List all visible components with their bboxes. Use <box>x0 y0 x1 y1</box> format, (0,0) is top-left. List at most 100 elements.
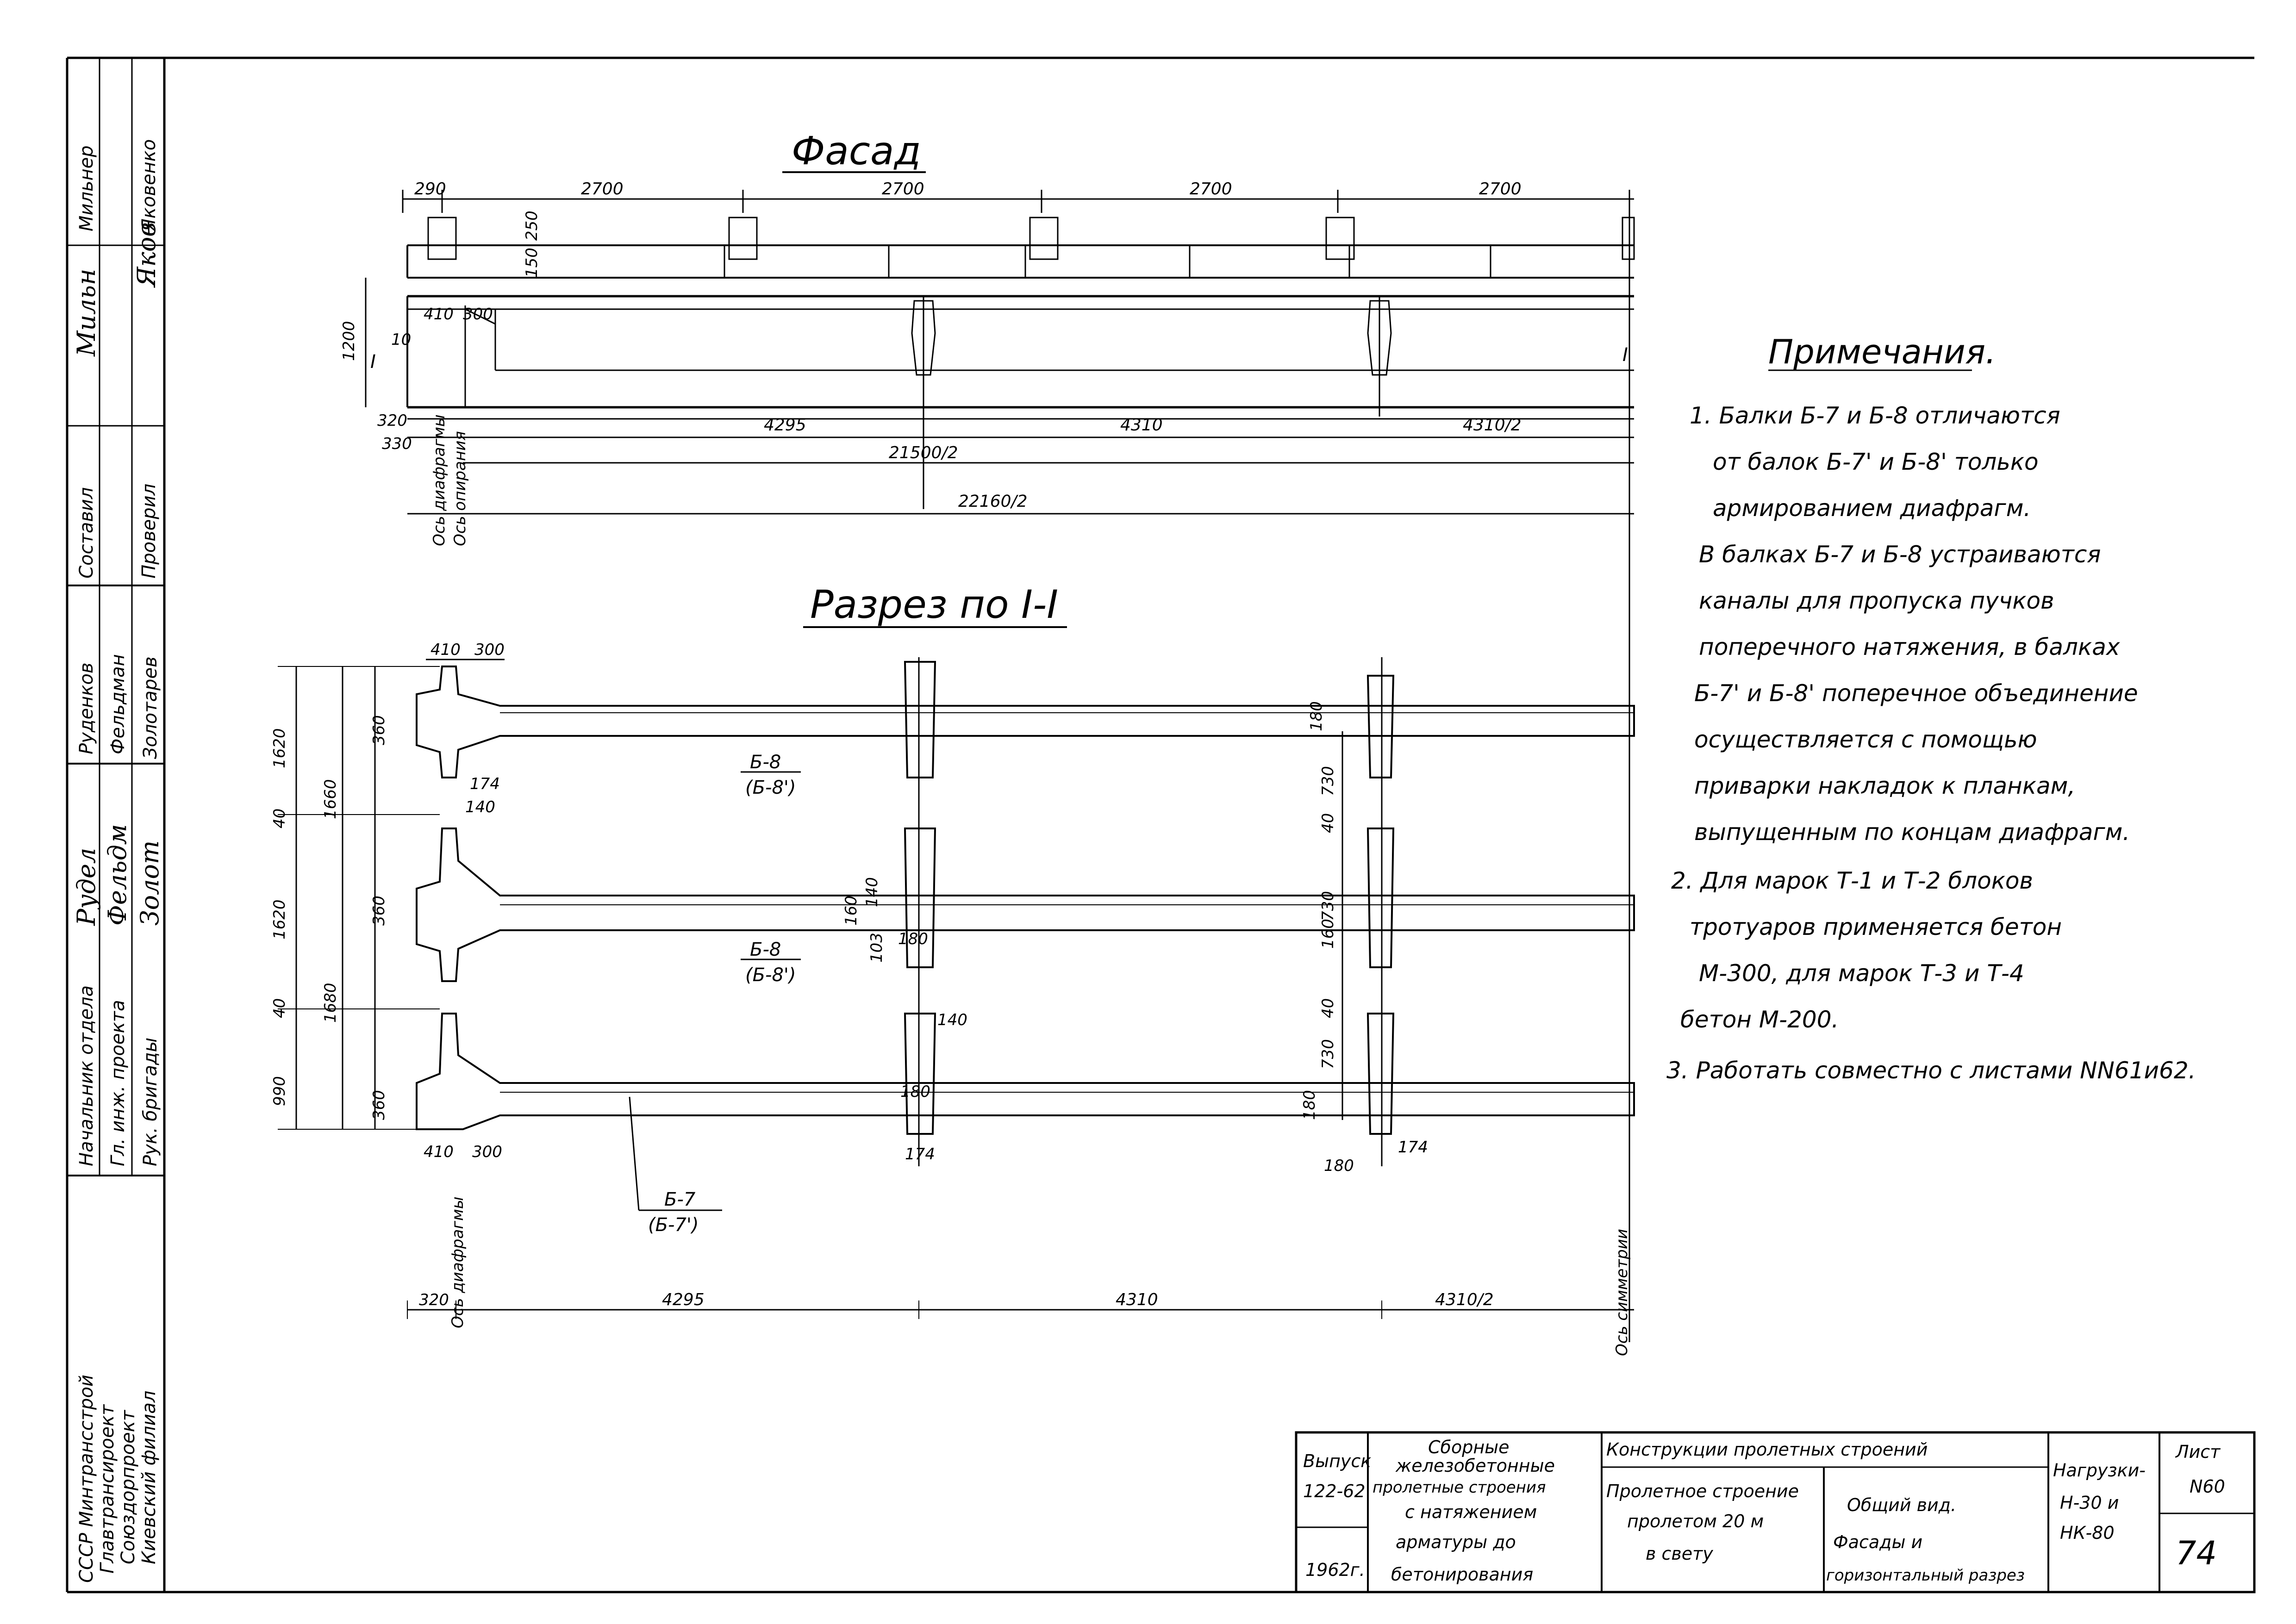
note-line: осуществляется с помощью <box>1694 726 2037 753</box>
sheet-number: N60 <box>2190 1476 2225 1497</box>
stamp-name: Фельдман <box>107 654 129 754</box>
dim-label: 730 <box>1319 766 1337 796</box>
dim-label: 1620 <box>270 899 289 940</box>
dim-label: 4310/2 <box>1435 1290 1494 1309</box>
note-line: выпущенным по концам диафрагм. <box>1694 819 2130 846</box>
stamp-role: Проверил <box>138 484 160 579</box>
loads-label: Нагрузки- <box>2053 1460 2146 1481</box>
section-header: Конструкции пролетных строений <box>1606 1439 1928 1460</box>
stamp-name: Яковенко <box>138 139 160 232</box>
dim-label: 180 <box>1307 701 1326 731</box>
axis-label: Ось симметрии <box>1613 1229 1631 1356</box>
axis-label: Ось диафрагмы <box>430 414 449 546</box>
dim-label: 1660 <box>321 779 340 819</box>
dim-label: 4310/2 <box>1463 416 1522 435</box>
dim-label: 160 <box>842 896 861 926</box>
issue-label: Выпуск <box>1303 1451 1371 1471</box>
dim-label: 174 <box>905 1145 935 1164</box>
section-marker: I <box>1622 344 1628 366</box>
dim-label: 160 <box>1319 919 1337 949</box>
dim-label: 300 <box>474 641 505 659</box>
dim-label: 103 <box>867 933 886 963</box>
dim-label: 290 <box>414 180 446 199</box>
note-line: В балках Б-7 и Б-8 устраиваются <box>1699 541 2101 568</box>
facade-title: Фасад <box>792 128 921 174</box>
series-line: с натяжением <box>1405 1502 1537 1522</box>
axis-label: Ось диафрагмы <box>449 1196 467 1328</box>
dim-label: 174 <box>470 775 500 793</box>
dim-label: 174 <box>1398 1138 1428 1157</box>
loads-line: НК-80 <box>2060 1523 2115 1543</box>
dim-label: 4310 <box>1120 416 1163 435</box>
sheet-title-line: Общий вид. <box>1847 1495 1956 1515</box>
dim-label: 140 <box>863 877 881 907</box>
dim-label: 22160/2 <box>958 492 1028 511</box>
dim-label: 320 <box>377 411 407 430</box>
sheet-title-line: Фасады и <box>1833 1532 1922 1552</box>
series-line: железобетонные <box>1395 1456 1555 1476</box>
beam-label: Б-7 <box>664 1189 696 1210</box>
title-block: Выпуск 122-62 1962г. Сборные железобетон… <box>1295 1431 2256 1593</box>
dim-label: 174 <box>1398 1138 1428 1157</box>
signature: Рудел <box>72 848 101 926</box>
dim-label: 300 <box>472 1143 502 1161</box>
stamp-name: Золотарев <box>140 656 161 759</box>
dim-label: 180 <box>1300 1090 1319 1120</box>
dim-label: 180 <box>898 930 928 948</box>
dim-label: 300 <box>463 305 493 324</box>
signature: Яков <box>132 222 161 288</box>
structure-line: Пролетное строение <box>1606 1481 1799 1501</box>
loads-line: Н-30 и <box>2060 1493 2119 1513</box>
dim-label: 2700 <box>882 180 924 199</box>
dim-label: 4310 <box>1116 1290 1158 1309</box>
dim-label: 40 <box>1319 998 1337 1018</box>
note-line: каналы для пропуска пучков <box>1699 587 2054 614</box>
stamp-org-line: Союздорпроект <box>118 1409 139 1564</box>
dim-label: 150 <box>523 248 541 278</box>
dim-label: 140 <box>465 798 495 816</box>
dim-label: 180 <box>900 1083 930 1101</box>
dim-label: 40 <box>270 809 289 828</box>
signature: Фельдм <box>103 824 132 926</box>
series-line: арматуры до <box>1396 1532 1516 1552</box>
dim-label: 4295 <box>662 1290 705 1309</box>
dim-label: 730 <box>1319 891 1337 921</box>
dim-label: 330 <box>382 435 412 453</box>
note-line: 3. Работать совместно с листами NN61и62. <box>1666 1057 2196 1084</box>
stamp-name: Руденков <box>76 663 97 754</box>
note-line: тротуаров применяется бетон <box>1690 914 2062 940</box>
sheet-label: Лист <box>2175 1442 2221 1462</box>
dim-label: 320 <box>419 1291 449 1309</box>
note-line: от балок Б-7' и Б-8' только <box>1713 448 2039 475</box>
stamp-org-line: Главтрансироект <box>97 1404 118 1574</box>
structure-line: пролетом 20 м <box>1627 1511 1764 1531</box>
dim-label: 2700 <box>1479 180 1522 199</box>
section-view: Разрез по I-I 410 300 1620 1660 1620 <box>270 582 1635 1356</box>
dim-label: 360 <box>370 715 388 745</box>
series-line: Сборные <box>1428 1437 1510 1457</box>
left-stamp: СССР Минтрансстрой Главтрансироект Союзд… <box>72 139 164 1583</box>
note-line: Б-7' и Б-8' поперечное объединение <box>1694 680 2138 707</box>
dim-label: 40 <box>1319 813 1337 833</box>
dim-label: 140 <box>937 1011 967 1029</box>
beam-label: Б-8 <box>750 939 781 960</box>
stamp-role: Гл. инж. проекта <box>107 1000 129 1167</box>
section-marker: I <box>370 351 376 373</box>
dim-label: 410 <box>430 641 461 659</box>
structure-line: в свету <box>1646 1543 1713 1564</box>
beam-label: Б-8 <box>750 752 781 773</box>
beam-label: (Б-7') <box>648 1214 699 1236</box>
note-line: приварки накладок к планкам, <box>1694 772 2075 799</box>
dim-label: 40 <box>270 998 289 1018</box>
note-line: 1. Балки Б-7 и Б-8 отличаются <box>1690 402 2060 429</box>
dim-label: 360 <box>370 896 388 926</box>
signature: Мильн <box>72 269 101 357</box>
beam-label: (Б-8') <box>745 964 796 986</box>
notes-heading: Примечания. <box>1768 332 1996 371</box>
note-line: бетон М-200. <box>1680 1006 1839 1033</box>
notes-block: Примечания. 1. Балки Б-7 и Б-8 отличаютс… <box>1666 332 2196 1084</box>
issue-number: 122-62 <box>1303 1481 1366 1501</box>
note-line: поперечного натяжения, в балках <box>1699 634 2120 660</box>
dim-label: 730 <box>1319 1039 1337 1069</box>
